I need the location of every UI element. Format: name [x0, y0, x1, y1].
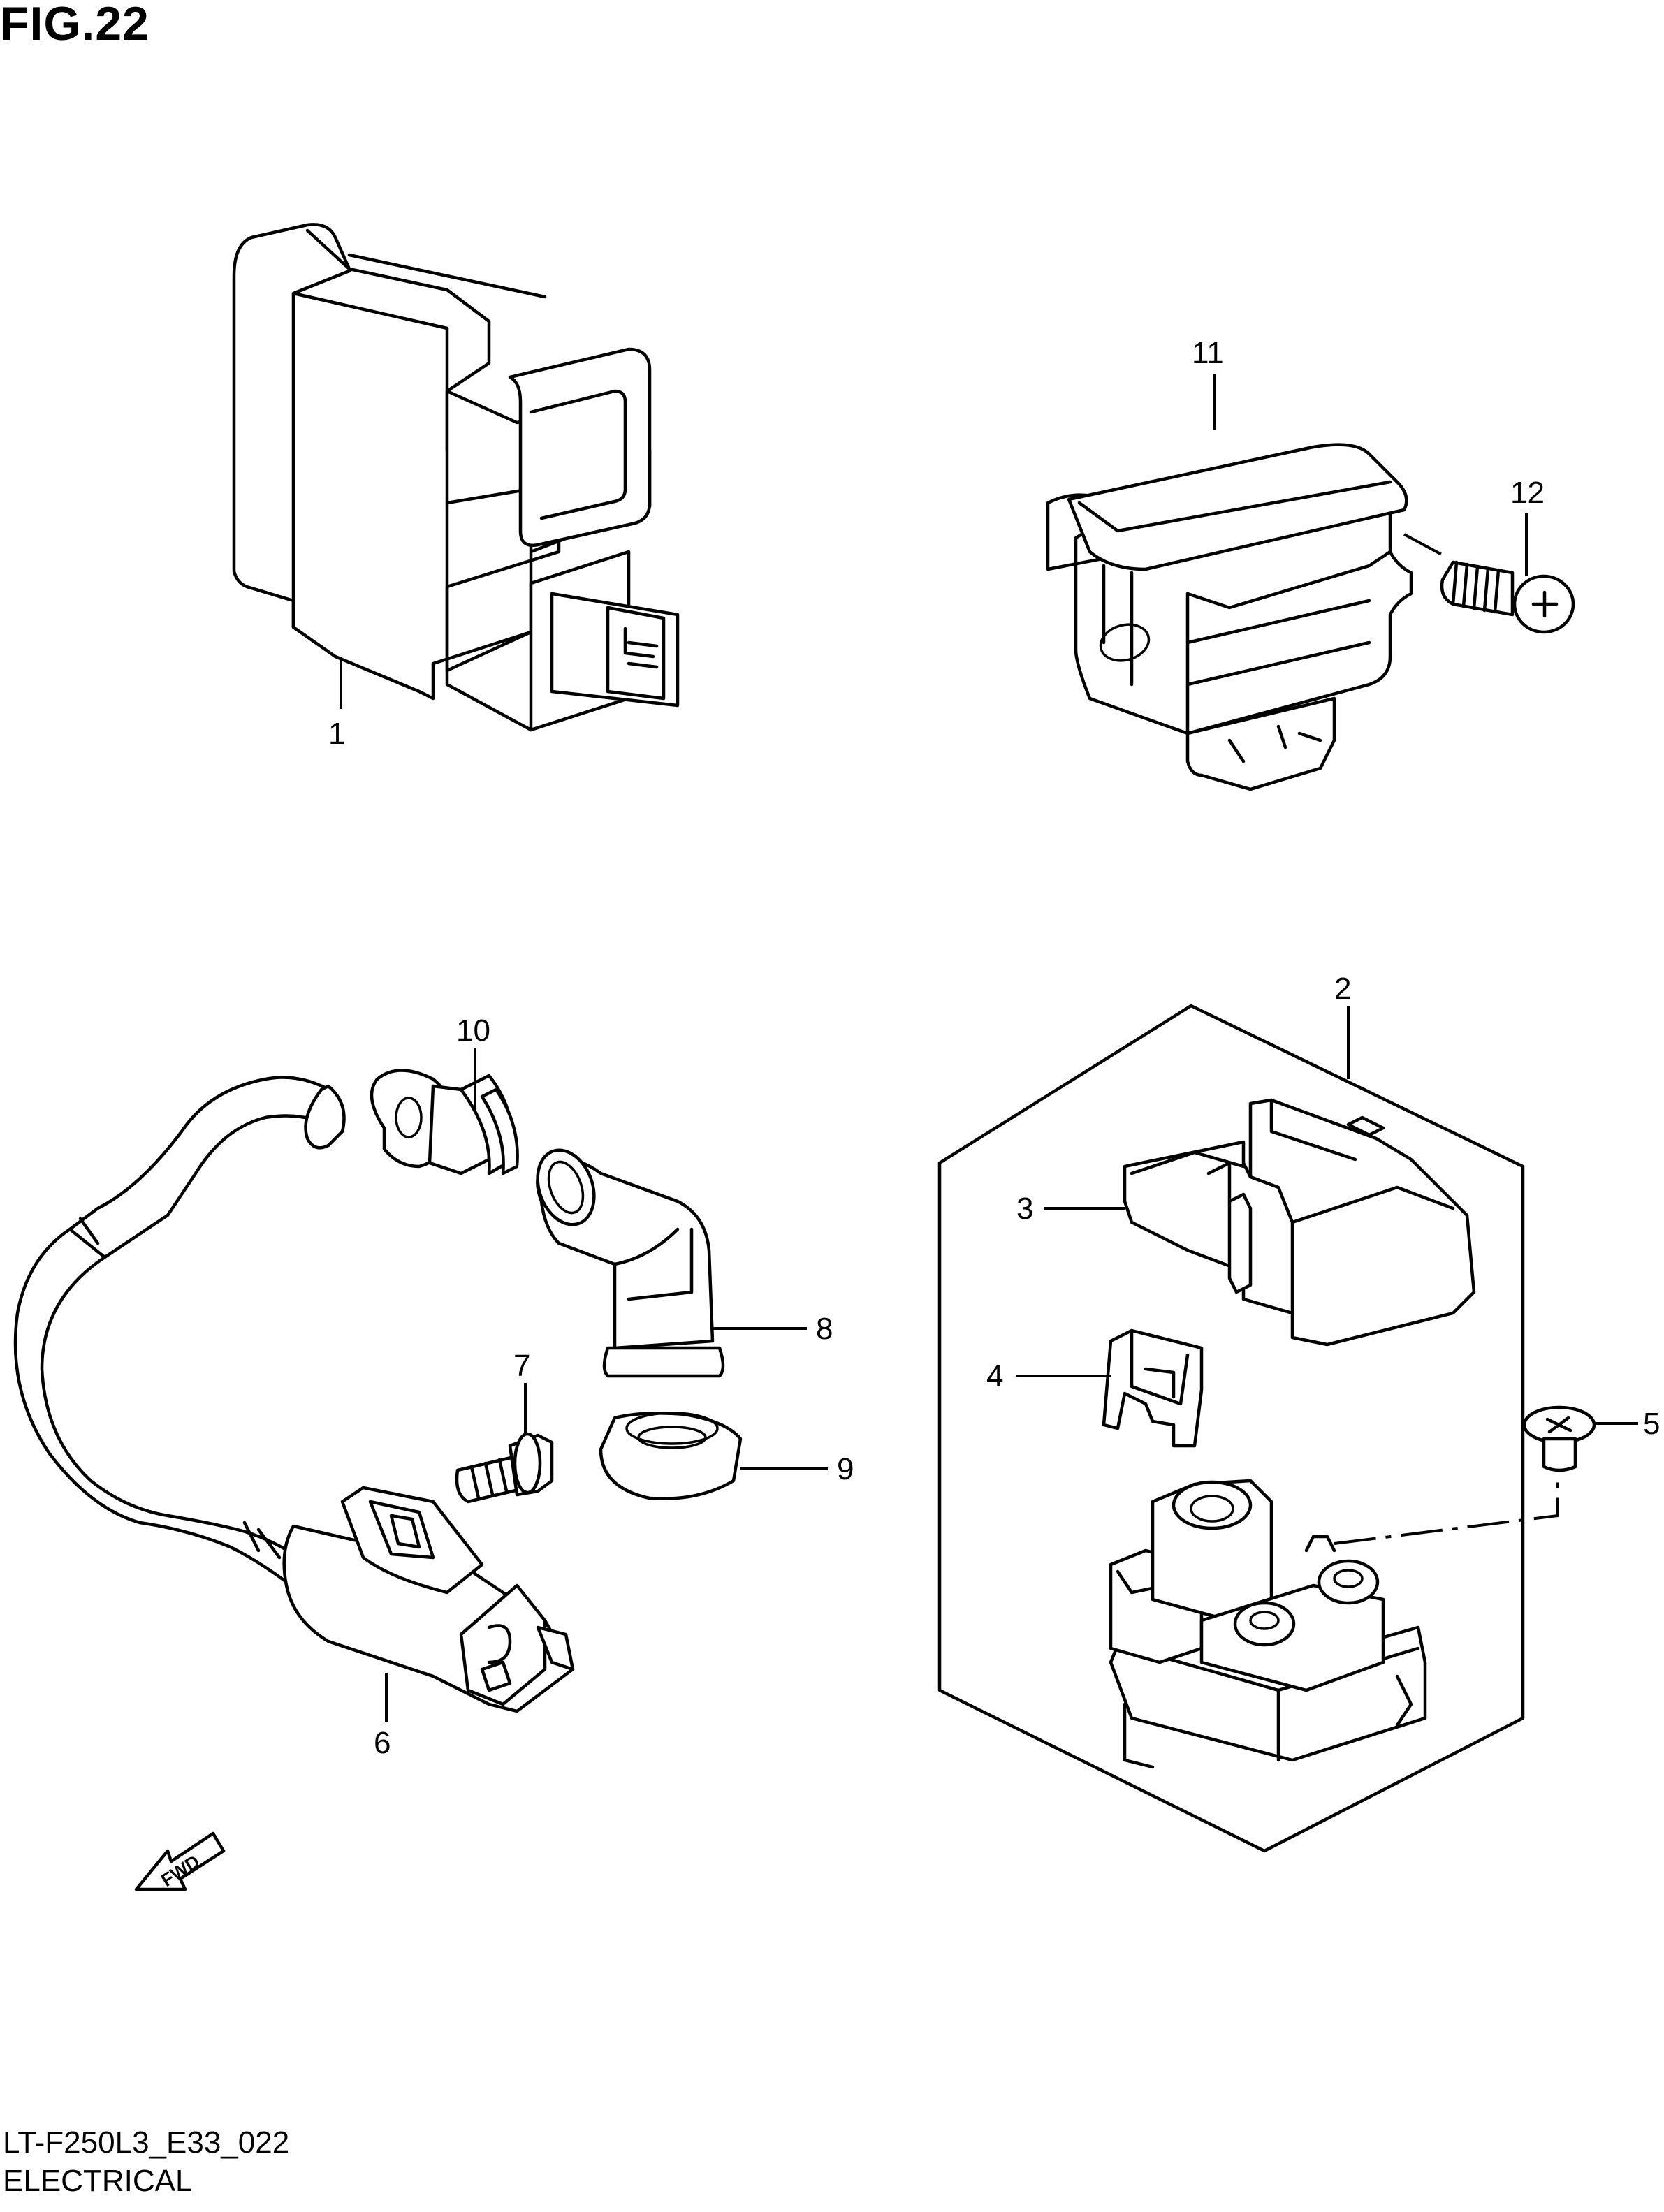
callout-6: 6: [374, 1726, 391, 1760]
callout-7: 7: [513, 1349, 530, 1383]
callout-12: 12: [1510, 476, 1545, 510]
callout-10: 10: [456, 1013, 490, 1048]
part-8-spark-plug-cap[interactable]: [527, 1142, 725, 1378]
part-12-bolt[interactable]: [1440, 560, 1575, 634]
part-1-cdi-unit[interactable]: [232, 223, 680, 732]
footer: LT-F250L3_E33_022 ELECTRICAL: [3, 2123, 289, 2200]
part-9-seal-ring[interactable]: [599, 1412, 743, 1500]
callout-1: 1: [328, 717, 345, 751]
part-5-screw[interactable]: [1522, 1405, 1596, 1472]
callout-5: 5: [1643, 1407, 1660, 1441]
part-6-ignition-coil[interactable]: [13, 1076, 575, 1713]
drawing-caption: ELECTRICAL: [3, 2164, 193, 2198]
part-11-regulator-rectifier[interactable]: [1046, 443, 1413, 791]
fwd-arrow: FWD: [134, 1831, 226, 1891]
callout-3: 3: [1016, 1192, 1033, 1226]
part-3-relay-cover[interactable]: [1123, 1098, 1476, 1347]
part-10-seal[interactable]: [370, 1069, 519, 1175]
part-2-starter-relay[interactable]: [1109, 1479, 1427, 1769]
part-7-bolt[interactable]: [455, 1432, 554, 1504]
callout-2: 2: [1334, 972, 1351, 1006]
drawing-code: LT-F250L3_E33_022: [3, 2125, 290, 2160]
callout-8: 8: [816, 1312, 833, 1346]
callout-11: 11: [1192, 336, 1224, 370]
figure-title: FIG.22: [0, 0, 149, 50]
part-2-kit-outline: [937, 1004, 1525, 1853]
callout-9: 9: [837, 1452, 854, 1486]
part-4-fuse[interactable]: [1102, 1328, 1204, 1448]
callout-4: 4: [986, 1359, 1003, 1393]
